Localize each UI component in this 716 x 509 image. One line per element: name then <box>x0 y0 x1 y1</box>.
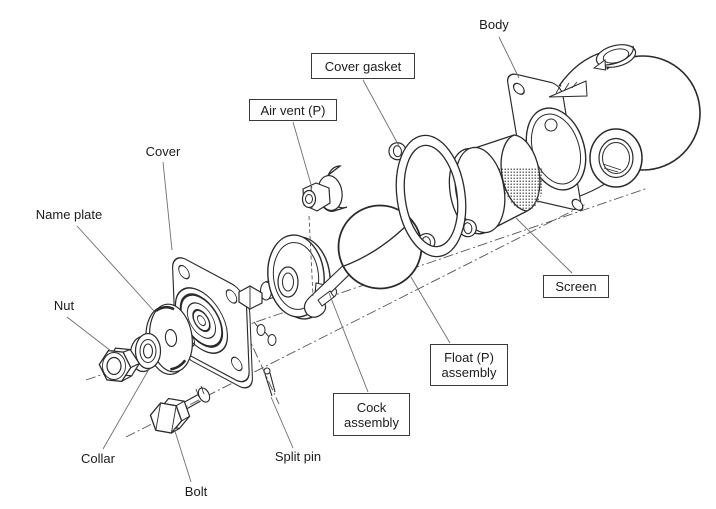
part-cock-assembly-drawing <box>238 234 337 346</box>
leader-bolt <box>173 427 192 483</box>
leader-split-pin <box>270 396 294 449</box>
part-cover-gasket-drawing <box>388 134 477 258</box>
air-vent-bore-inner <box>305 194 313 204</box>
name-plate-hole <box>164 328 178 348</box>
leader-body <box>498 36 520 79</box>
part-air-vent-drawing <box>301 165 348 212</box>
leader-name-plate <box>76 225 155 312</box>
leader-screen <box>515 217 573 274</box>
leader-float-assembly <box>410 276 451 344</box>
name-plate-arc-mark <box>155 305 175 312</box>
part-nut-drawing <box>98 347 141 383</box>
label-box-cover-gasket: Cover gasket <box>311 53 415 79</box>
bolt-shank-end <box>197 387 211 403</box>
name-plate-arc-mark <box>170 359 187 371</box>
body-top-opening <box>595 44 637 68</box>
part-bolt-drawing <box>149 385 211 434</box>
body-rib-hatching <box>555 81 578 94</box>
bolt-head-facets <box>155 402 177 434</box>
cock-hub-bore <box>282 272 294 292</box>
split-pin-loop <box>263 367 271 375</box>
split-pin-legs <box>264 372 276 397</box>
cock-screw-stubs <box>253 321 270 338</box>
collar-bore <box>142 343 154 359</box>
body-port-thread-detail <box>602 163 622 173</box>
screen-end-cap-edge <box>500 134 528 212</box>
label-box-cock-assembly: Cock assembly <box>333 393 410 436</box>
label-split-pin: Split pin <box>274 449 322 464</box>
cock-screw <box>267 334 277 346</box>
cover-bolt-hole <box>225 289 238 304</box>
part-screen-drawing <box>448 134 550 235</box>
gasket-ring <box>395 134 467 258</box>
bolt-thread-marks <box>195 385 205 398</box>
label-nut: Nut <box>53 298 75 313</box>
cover-bolt-hole <box>178 264 190 280</box>
label-bolt: Bolt <box>184 484 208 499</box>
flow-arrow-head-icon <box>592 59 607 71</box>
shaft-square-tip <box>238 285 263 310</box>
label-box-air-vent: Air vent (P) <box>249 99 337 121</box>
nut-bore <box>106 356 122 376</box>
label-cover: Cover <box>145 144 181 159</box>
cover-bolt-hole <box>230 356 243 372</box>
nut-edges <box>121 349 140 382</box>
leader-nut <box>66 316 112 352</box>
cock-disc-ring <box>272 242 320 310</box>
nut-chamfer <box>102 352 126 380</box>
cock-screw <box>256 324 266 336</box>
leader-cock-assembly <box>328 292 369 393</box>
leader-air-vent <box>292 121 313 189</box>
label-name-plate: Name plate <box>35 207 103 222</box>
label-box-screen: Screen <box>543 275 609 298</box>
label-box-float-assembly: Float (P) assembly <box>430 344 508 386</box>
leader-collar <box>102 368 150 450</box>
leader-lines <box>66 36 573 483</box>
body-opening-detail <box>544 118 558 132</box>
air-vent-mount-line <box>308 215 314 297</box>
bolt-head-edges <box>171 400 190 434</box>
leader-cover-gasket <box>362 79 400 147</box>
body-rib <box>548 80 588 98</box>
label-collar: Collar <box>81 451 115 466</box>
label-body: Body <box>479 17 509 32</box>
flow-arrow-arc <box>601 45 634 66</box>
body-flange-hole <box>571 198 584 211</box>
body-flange-hole <box>512 82 525 95</box>
part-split-pin-drawing <box>263 367 276 397</box>
leader-cover <box>162 161 173 251</box>
